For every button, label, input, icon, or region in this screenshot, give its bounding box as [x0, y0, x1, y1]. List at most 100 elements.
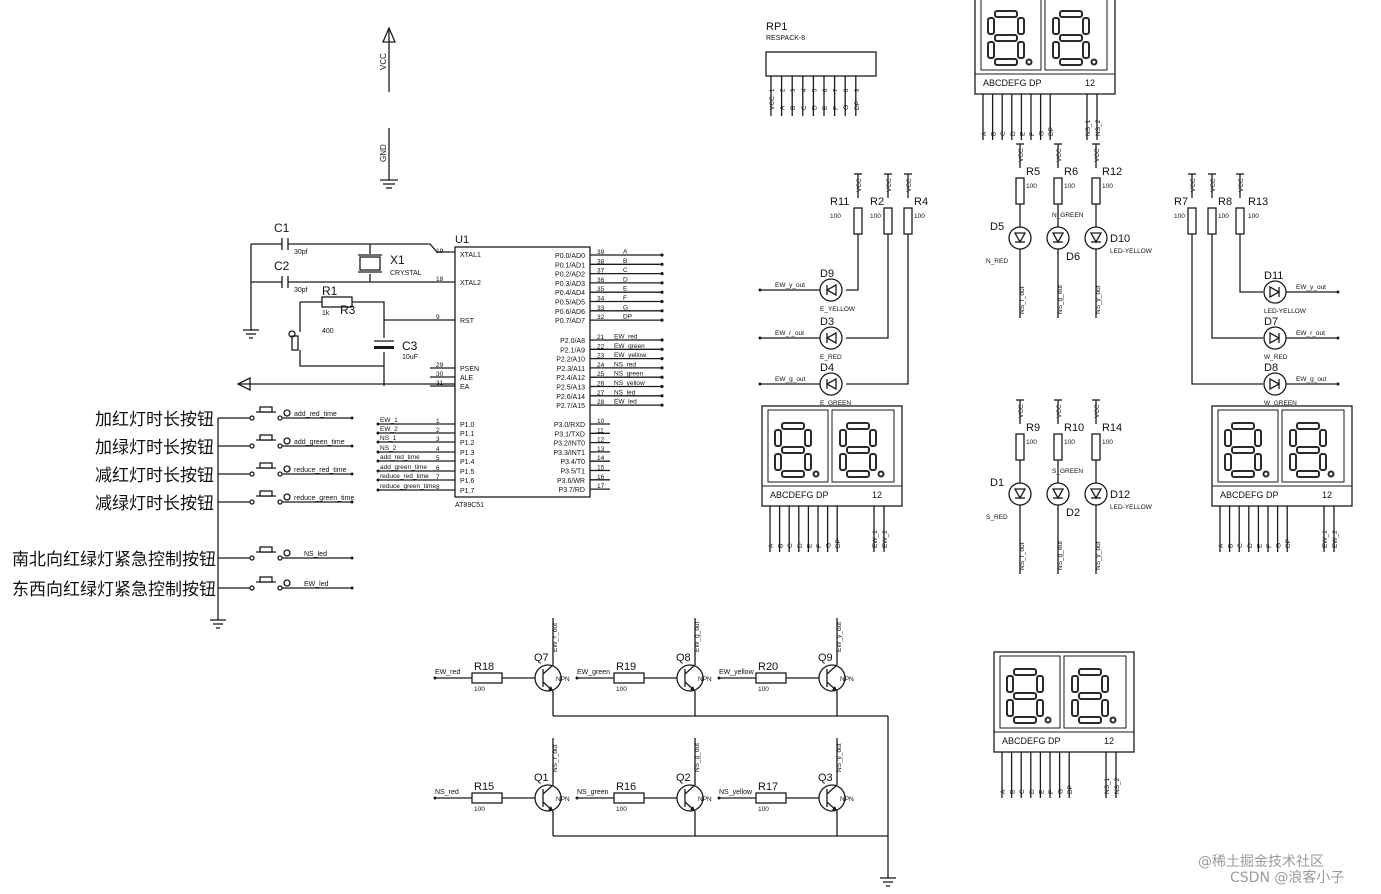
collector-net: EW_r_out: [552, 623, 559, 652]
mcu-pin-name: P3.2/INT0: [553, 441, 585, 448]
rp1-pin-label: C: [801, 105, 808, 110]
r1-value: 1k: [322, 310, 330, 317]
resistor: [1053, 433, 1063, 461]
display-seg-footer: ABCDEFG DP: [983, 78, 1042, 88]
collector-net: NS_y_out: [836, 743, 843, 772]
button-net: NS_led: [304, 551, 327, 558]
display-digit-pin: EW_1: [872, 530, 879, 548]
p0-p2-net-label: G: [623, 304, 628, 311]
mcu-pin-num: 29: [436, 362, 444, 369]
transistor-body: [818, 664, 846, 692]
led-label: LED-YELLOW: [1110, 248, 1153, 255]
vcc-label: VCC: [1210, 178, 1217, 192]
p0-p2-net-label: EW_led: [614, 399, 637, 406]
resistor: [1207, 207, 1217, 235]
display-digit-pin: NS_2: [1095, 119, 1102, 136]
gnd-terminal: GND: [379, 128, 398, 189]
p0-p2-net-label: D: [623, 276, 628, 283]
mcu-pin-name: P2.0/A8: [560, 338, 585, 345]
base-resistor-ref: R15: [474, 781, 494, 793]
button-net: reduce_green_time: [294, 495, 354, 502]
led-group-north: VCCR5100NS_r_outVCCR6100NS_g_outVCCR1210…: [986, 143, 1153, 318]
led-ref: D3: [820, 316, 834, 328]
rp1-pin-num: 5: [812, 88, 818, 92]
rp1-pin-label: E: [822, 105, 829, 110]
display-seg-pin: G: [826, 543, 833, 548]
mcu-pin-name: P2.3/A11: [557, 366, 585, 373]
led-label: S_GREEN: [1052, 468, 1083, 475]
display-seg-pin: B: [1228, 544, 1235, 548]
mcu-ref: U1: [455, 234, 469, 246]
collector-net: EW_g_out: [694, 621, 701, 652]
transistor-body: [534, 664, 562, 692]
mcu-pin-num: 18: [436, 276, 444, 283]
collector-net: NS_g_out: [694, 743, 701, 772]
led-ref: D7: [1264, 316, 1278, 328]
rp1-pin-label: G: [843, 105, 850, 110]
led-net-label: EW_r_out: [1296, 330, 1325, 337]
driver-input-net: NS_red: [435, 789, 459, 796]
transistor-type: NPN: [840, 796, 854, 803]
p0-p2-net-label: EW_green: [614, 343, 645, 350]
p1-net-label: add_green_time: [380, 464, 427, 471]
led-net-label: EW_r_out: [775, 330, 804, 337]
p1-net-label: add_red_time: [380, 454, 420, 461]
led-body: [1084, 226, 1108, 250]
transistor-ref: Q1: [534, 772, 549, 784]
led-groups: VCCR11100VCCR2100VCCR4100EW_y_outD9E_YEL…: [758, 143, 1340, 574]
display-seg-pin: C: [1019, 789, 1026, 794]
led-label: LED-YELLOW: [1110, 504, 1153, 511]
mcu-pin-num: 39: [597, 249, 605, 256]
base-resistor: [613, 792, 645, 804]
mcu-pin-name: P3.5/T1: [560, 469, 585, 476]
button-label: 减绿灯时长按钮: [95, 494, 214, 514]
vcc-terminal: VCC: [379, 26, 396, 92]
transistor-ref: Q9: [818, 652, 833, 664]
driver-input-net: EW_yellow: [719, 669, 755, 676]
mcu-pin-num: 38: [597, 258, 605, 265]
transistor-ref: Q2: [676, 772, 691, 784]
base-resistor-value: 100: [474, 806, 485, 813]
display-seg-pin: DP: [835, 539, 842, 548]
transistor-ref: Q3: [818, 772, 833, 784]
vcc-label: VCC: [1018, 148, 1025, 162]
p0-p2-net-label: NS_green: [614, 371, 644, 378]
mcu-pin-num: 4: [436, 446, 440, 453]
transistor-type: NPN: [840, 676, 854, 683]
resistor-ref: R9: [1026, 422, 1040, 434]
led-ref: D9: [820, 268, 834, 280]
base-resistor: [471, 672, 503, 684]
led-ref: D12: [1110, 489, 1130, 501]
rp1-pin-num: 1: [770, 88, 776, 92]
vcc-label: VCC: [1094, 404, 1101, 418]
mcu-part: AT89C51: [455, 502, 484, 509]
button-net: add_green_time: [294, 439, 345, 446]
led-label: W_GREEN: [1264, 400, 1297, 407]
mcu-pin-name: PSEN: [460, 366, 479, 373]
resistor-ref: R12: [1102, 166, 1122, 178]
vcc-label: VCC: [1018, 404, 1025, 418]
vcc-label: VCC: [1056, 404, 1063, 418]
display-seg-pin: G: [1039, 131, 1046, 136]
mcu-pin-name: P1.6: [460, 478, 475, 485]
resistor: [903, 207, 913, 235]
display-seg-pin: F: [1266, 544, 1273, 548]
rp1-pin-num: 2: [781, 88, 787, 92]
button-net: reduce_red_time: [294, 467, 347, 474]
base-resistor-value: 100: [616, 686, 627, 693]
button-reduce-green-time[interactable]: 减绿灯时长按钮 reduce_green_time: [95, 490, 354, 514]
transistor-type: NPN: [556, 676, 570, 683]
resistor-value: 100: [1064, 439, 1075, 446]
transistor-type: NPN: [556, 796, 570, 803]
base-resistor-ref: R19: [616, 661, 636, 673]
mcu-pin-name: P3.0/RXD: [554, 422, 585, 429]
led-ref: D8: [1264, 362, 1278, 374]
